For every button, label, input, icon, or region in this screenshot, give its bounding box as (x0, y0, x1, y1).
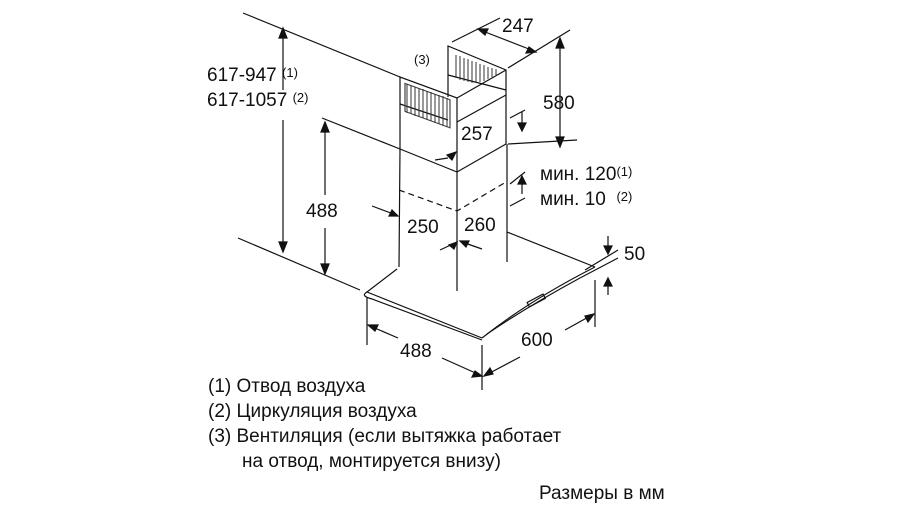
dim-min-gap-2: мин. 10 (2) (540, 190, 632, 209)
dim-total-height-2: 617-1057 (2) (207, 91, 308, 110)
legend-item-3: (3) Вентиляция (если вытяжка работает (208, 426, 562, 447)
dim-note: (2) (616, 189, 633, 204)
dim-note: (2) (292, 90, 309, 105)
dim-chimney-depth: 250 (407, 217, 439, 238)
lower-chimney (398, 144, 508, 291)
dim-value: 617-1057 (207, 90, 288, 111)
dim-min-gap-1: мин. 120(1) (540, 165, 632, 184)
dim-note: (1) (616, 164, 633, 179)
dim-upper-overlap: 257 (461, 124, 493, 145)
dim-total-height-1: 617-947 (1) (207, 66, 298, 85)
canopy (363, 231, 596, 341)
dim-value: мин. 10 (540, 189, 606, 210)
dim-chimney-width: 247 (502, 16, 534, 37)
vent-callout: (3) (414, 52, 430, 67)
legend-item-3-cont: на отвод, монтируется внизу) (242, 451, 501, 472)
upper-chimney (399, 45, 507, 173)
dim-chimney-side: 260 (464, 215, 496, 236)
vent-grille-front (406, 84, 448, 127)
legend-item-2: (2) Циркуляция воздуха (208, 401, 417, 422)
dim-canopy-thickness: 50 (624, 244, 646, 265)
dim-value: мин. 120 (540, 164, 617, 185)
reference-lines (237, 12, 619, 390)
legend-item-1: (1) Отвод воздуха (208, 376, 366, 397)
units-note: Размеры в мм (539, 483, 665, 504)
dim-canopy-depth: 488 (400, 341, 432, 362)
dim-canopy-width: 600 (521, 330, 553, 351)
dim-upper-chimney-height: 580 (543, 93, 575, 114)
dim-value: 617-947 (207, 65, 277, 86)
dimension-arrows (278, 26, 613, 378)
dim-lower-chimney-height: 488 (306, 201, 338, 222)
vent-grille-back (455, 55, 497, 83)
dim-note: (1) (282, 65, 298, 80)
